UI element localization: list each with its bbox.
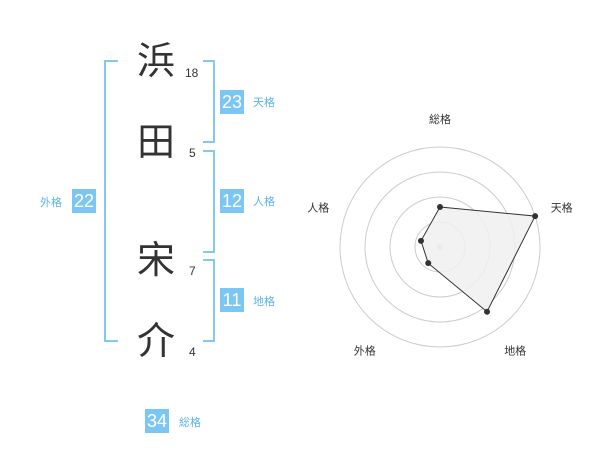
radar-axis-label-人格: 人格: [307, 200, 329, 214]
radar-points: [417, 204, 539, 315]
chikaku-bracket: [203, 259, 215, 342]
radar-axis-label-地格: 地格: [504, 344, 526, 358]
chikaku-value: 11: [220, 288, 244, 312]
radar-point-総格: [437, 204, 443, 210]
jinkaku-label: 人格: [253, 195, 275, 208]
name-char-1: 浜: [136, 39, 175, 83]
radar-axis-label-総格: 総格: [429, 112, 451, 126]
tenkaku-bracket: [203, 60, 215, 143]
radar-point-人格: [417, 237, 424, 244]
tenkaku-label: 天格: [253, 96, 275, 109]
jinkaku-bracket: [203, 150, 215, 253]
radar-point-地格: [484, 308, 491, 315]
stroke-count-4: 4: [189, 345, 196, 359]
chikaku-label: 地格: [253, 295, 275, 308]
gaikaku-label: 外格: [40, 196, 62, 209]
stroke-count-3: 7: [189, 264, 196, 278]
name-char-2: 田: [136, 120, 175, 164]
gaikaku-value: 22: [72, 189, 97, 213]
radar-axis-label-外格: 外格: [354, 344, 376, 358]
radar-point-外格: [425, 260, 432, 267]
stroke-count-1: 18: [185, 66, 199, 80]
name-char-4: 介: [136, 319, 175, 363]
soukaku-label: 総格: [179, 416, 201, 429]
radar-ring-4: [339, 146, 541, 348]
radar-shape: [420, 206, 536, 313]
radar-axis-label-天格: 天格: [551, 200, 573, 214]
soukaku-value: 34: [145, 409, 170, 433]
jinkaku-value: 12: [220, 189, 245, 213]
radar-point-天格: [532, 213, 539, 220]
tenkaku-value: 23: [220, 90, 245, 114]
gaikaku-bracket: [104, 60, 118, 342]
radar-polygon: [420, 206, 536, 313]
name-char-3: 宋: [136, 238, 175, 282]
stroke-count-2: 5: [189, 146, 196, 160]
